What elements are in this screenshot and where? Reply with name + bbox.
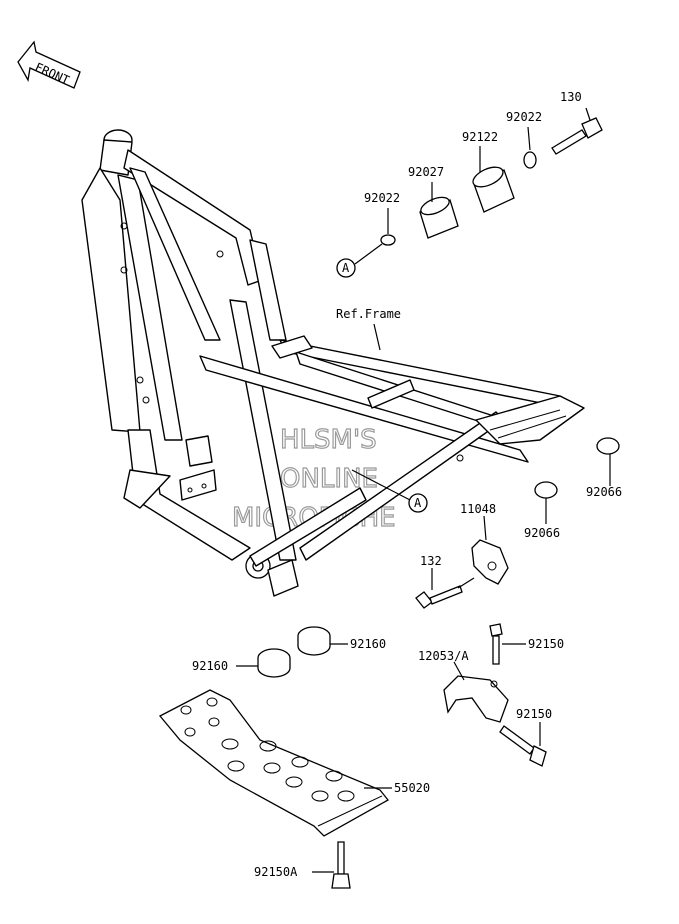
part-label-92150-mid: 92150 — [516, 707, 552, 721]
part-92122-collar-icon — [472, 166, 515, 213]
ref-mark-a-lower — [408, 493, 428, 513]
part-92022-washer-left-icon — [380, 234, 396, 246]
part-92160-plug-right-icon — [297, 626, 331, 656]
motorcycle-frame-drawing — [81, 129, 585, 597]
part-label-92022-top: 92022 — [506, 110, 542, 124]
part-55020-skid-plate-icon — [158, 689, 389, 837]
part-label-92150-top: 92150 — [528, 637, 564, 651]
part-92022-washer-icon — [523, 151, 537, 169]
watermark-line-1: HLSM'S — [280, 425, 377, 455]
part-130-bolt-icon — [551, 117, 603, 155]
part-label-12053a: 12053/A — [418, 649, 469, 663]
part-92150-bolt-top-icon — [489, 623, 503, 665]
part-label-132: 132 — [420, 554, 442, 568]
part-label-11048: 11048 — [460, 502, 496, 516]
part-label-130: 130 — [560, 90, 582, 104]
part-92150-bolt-mid-icon — [499, 725, 547, 767]
part-label-92066-right: 92066 — [586, 485, 622, 499]
part-label-92122: 92122 — [462, 130, 498, 144]
part-92160-plug-left-icon — [257, 648, 291, 678]
ref-frame-label: Ref.Frame — [336, 307, 401, 321]
watermark-line-2: ONLINE — [280, 464, 378, 494]
part-label-92022-left: 92022 — [364, 191, 400, 205]
part-132-bolt-icon — [415, 585, 463, 609]
part-label-92160-left: 92160 — [192, 659, 228, 673]
part-92150a-bolt-icon — [331, 841, 351, 889]
part-92066-plug-right-icon — [596, 437, 620, 455]
part-92066-plug-lower-icon — [534, 481, 558, 499]
part-92027-sleeve-icon — [419, 196, 459, 239]
part-label-92150a: 92150A — [254, 865, 298, 879]
part-label-92160-right: 92160 — [350, 637, 386, 651]
part-label-92027: 92027 — [408, 165, 444, 179]
ref-mark-a-top — [336, 258, 356, 278]
part-12053-clamp-icon — [443, 675, 509, 723]
ref-mark-a-top-label: A — [342, 261, 350, 275]
front-arrow-icon: FRONT — [17, 40, 81, 89]
ref-mark-a-lower-label: A — [414, 496, 422, 510]
part-label-55020: 55020 — [394, 781, 430, 795]
part-11048-bracket-icon — [471, 539, 509, 585]
part-label-92066-lower: 92066 — [524, 526, 560, 540]
